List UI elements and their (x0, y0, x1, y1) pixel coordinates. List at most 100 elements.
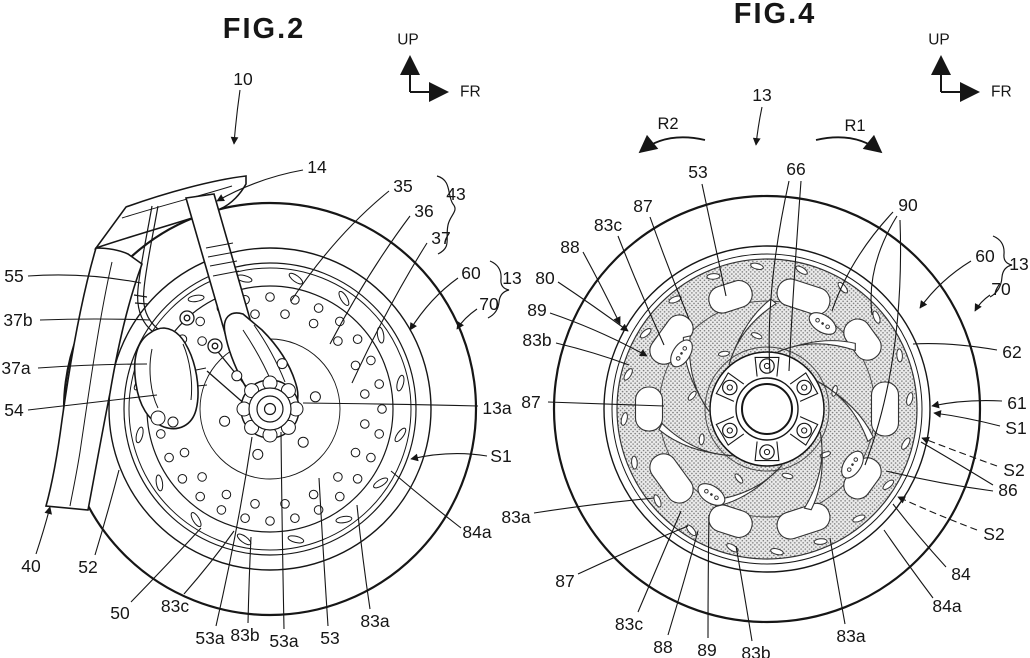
ref-label-52: 52 (78, 557, 97, 577)
disc-window (870, 381, 900, 437)
fig2-tire-inner (108, 247, 432, 571)
leader-line-40 (35, 506, 52, 555)
fig2-caliper-details (149, 343, 208, 428)
band-slot (813, 538, 828, 545)
sensor-dot (680, 352, 683, 355)
ref-label-43: 43 (446, 184, 465, 204)
sensor-oval (670, 339, 693, 368)
disc-window (776, 278, 831, 316)
fig4-tire-outer (552, 194, 982, 624)
fig2-flap-crease (69, 261, 113, 507)
disc-hole (377, 404, 387, 414)
leader-line-88 (582, 251, 621, 325)
rim-slot (287, 535, 305, 544)
fig4-brace-13 (989, 235, 1013, 298)
ref-label-13: 13 (502, 268, 521, 288)
leader-line-60 (919, 260, 972, 309)
spiral-blade (728, 298, 778, 366)
disc-bolt (297, 436, 309, 448)
band-slot (631, 455, 638, 470)
sensor-dot (675, 356, 681, 361)
hub-tab (754, 441, 780, 462)
disc-bolt (276, 358, 288, 370)
disc-bolt (219, 415, 231, 427)
fig4-hub-ring (704, 346, 830, 472)
ref-label-55: 55 (4, 266, 23, 286)
leader-line-90 (864, 219, 902, 466)
ref-label-83a: 83a (501, 507, 530, 527)
disc-hole (350, 447, 361, 458)
disc-hole (374, 379, 385, 389)
ref-label-53: 53 (688, 162, 707, 182)
disc-hole (360, 389, 370, 399)
disc-hole (352, 334, 363, 345)
inner-slot (687, 390, 697, 401)
fig4-title: FIG.4 (734, 0, 817, 30)
disc-hole (308, 318, 319, 329)
leader-line-52 (94, 469, 120, 556)
ref-label-70: 70 (479, 294, 499, 314)
hub-tab (715, 416, 745, 446)
inner-slot (751, 332, 763, 340)
band-slot (872, 310, 881, 324)
hub-bolt (721, 422, 738, 439)
leader-line-87 (649, 216, 690, 320)
inner-slot (717, 350, 730, 357)
disc-hole (313, 303, 324, 313)
ref-label-40: 40 (21, 556, 41, 576)
hub-tab (715, 372, 745, 402)
ref-label-61: 61 (1007, 393, 1026, 413)
sensor-dot (846, 467, 852, 472)
disc-bolt (252, 448, 264, 460)
disc-window (708, 504, 753, 539)
fig4-r2-arrow (638, 134, 706, 154)
band-slot (770, 548, 784, 556)
fig4-rim-ring (611, 253, 923, 565)
ref-label-87: 87 (555, 571, 574, 591)
ref-label-14: 14 (307, 157, 327, 177)
ref-label-83c: 83c (594, 215, 622, 235)
sensor-dot (714, 495, 719, 501)
leader-line-S1 (933, 410, 1001, 427)
disc-hole (333, 336, 343, 346)
leader-line-66 (788, 180, 802, 372)
leader-line-83a (356, 504, 371, 610)
leader-line-50 (130, 527, 202, 603)
ref-label-83a: 83a (836, 626, 865, 646)
rim-slot (155, 474, 164, 492)
disc-hole (374, 429, 385, 439)
band-slot (896, 348, 903, 363)
spiral-blade (777, 340, 856, 353)
fig2-brace-43 (436, 175, 456, 255)
fig2-hub (219, 358, 321, 460)
ref-label-53a: 53a (195, 628, 224, 648)
leader-line-53 (318, 477, 329, 627)
leader-line-55 (27, 274, 142, 284)
ref-label-87: 87 (633, 196, 652, 216)
leader-line-S2 (897, 496, 978, 531)
band-slot (620, 412, 628, 426)
ref-label-13: 13 (1009, 254, 1028, 274)
band-slot (795, 265, 808, 275)
disc-hole (177, 474, 188, 484)
ref-label-53: 53 (320, 628, 339, 648)
ref-label-83b: 83b (230, 625, 259, 645)
leader-line-54 (27, 394, 158, 411)
fig2-rim-outer (123, 262, 417, 556)
rim-slot (288, 272, 304, 285)
leader-line-60 (409, 277, 459, 331)
inner-slot (734, 473, 744, 484)
band-slot (668, 295, 682, 304)
leader-line-80 (557, 281, 629, 332)
rim-slot (338, 290, 350, 306)
ref-label-62: 62 (1002, 342, 1021, 362)
fig2-brake-hose (133, 205, 159, 333)
disc-hole (313, 505, 324, 515)
fig2-axis-fr-label: FR (460, 84, 481, 101)
fig4-r1-arrow (815, 134, 883, 154)
leader-line-62 (912, 343, 998, 351)
spiral-blade (803, 431, 823, 511)
band-slot (686, 524, 697, 537)
